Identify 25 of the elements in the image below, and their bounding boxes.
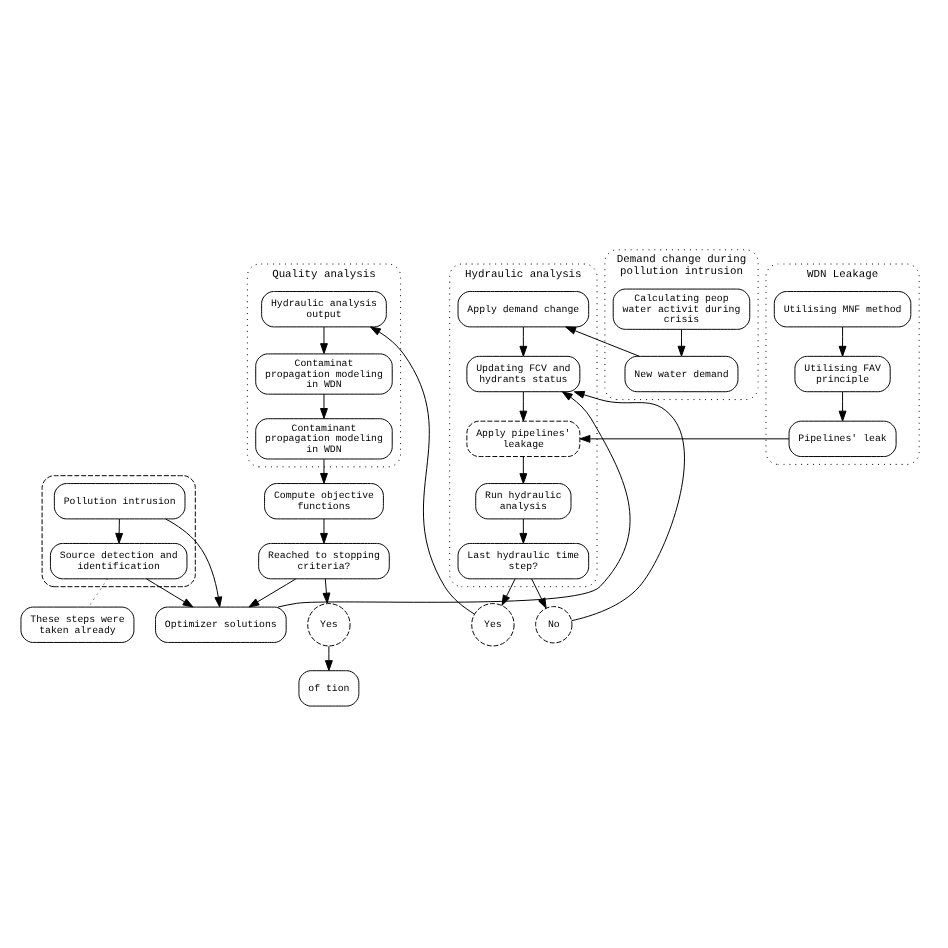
arrow: [531, 578, 547, 609]
arrow: [519, 456, 528, 484]
arrow: [277, 391, 631, 608]
arrow: [320, 458, 328, 484]
arrow: [677, 328, 686, 357]
arrow: [838, 326, 847, 357]
cluster: [41, 475, 196, 588]
arrow: [248, 578, 297, 608]
arrow: [370, 326, 475, 615]
arrow: [571, 390, 685, 622]
arrow: [320, 518, 328, 544]
arrow: [519, 518, 528, 544]
arrow: [320, 393, 328, 419]
arrow: [324, 645, 333, 671]
arrow: [519, 391, 528, 422]
arrow: [519, 326, 528, 357]
arrow: [322, 578, 331, 604]
arrow: [165, 518, 223, 608]
arrow: [579, 434, 790, 443]
arrow: [565, 326, 640, 357]
arrow: [320, 326, 328, 354]
arrow: [115, 518, 124, 544]
arrow: [501, 578, 516, 606]
arrow: [146, 578, 194, 608]
arrow: [838, 391, 847, 422]
